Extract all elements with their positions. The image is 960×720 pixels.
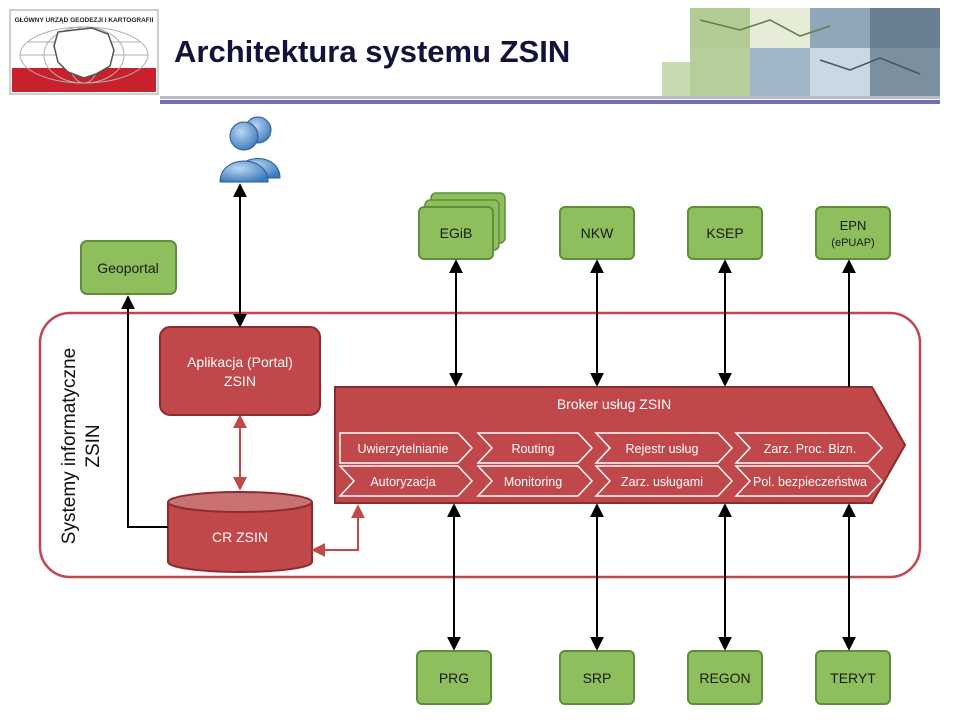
arrow-crzsin-broker — [311, 504, 365, 557]
map-mosaic — [662, 8, 940, 96]
nkw-box[interactable]: NKW — [559, 206, 635, 260]
portal-app-box[interactable]: Aplikacja (Portal) ZSIN — [159, 326, 321, 416]
broker-item-zarz-proc-bizn[interactable]: Zarz. Proc. Bizn. — [734, 432, 884, 464]
egib-box[interactable]: EGiB — [418, 192, 506, 260]
egib-label: EGiB — [440, 225, 473, 241]
broker-item-uwierzytelnianie[interactable]: Uwierzytelnianie — [339, 432, 474, 464]
header-divider-blue — [160, 100, 940, 104]
logo-caption: GŁÓWNY URZĄD GEODEZJI I KARTOGRAFII — [15, 15, 154, 24]
gugik-logo: GŁÓWNY URZĄD GEODEZJI I KARTOGRAFII — [9, 9, 159, 95]
broker-item-label: Uwierzytelnianie — [357, 442, 448, 456]
broker-item-label: Autoryzacja — [370, 475, 435, 489]
prg-label: PRG — [439, 670, 469, 686]
teryt-box[interactable]: TERYT — [815, 650, 891, 705]
srp-label: SRP — [583, 670, 612, 686]
broker-item-label: Routing — [511, 442, 554, 456]
broker-item-label: Pol. bezpieczeństwa — [753, 475, 867, 489]
epn-box[interactable]: EPN (ePUAP) — [815, 206, 891, 260]
side-label-line1: Systemy informatyczne — [59, 348, 80, 544]
epn-label: EPN — [840, 218, 867, 233]
nkw-label: NKW — [581, 225, 614, 241]
ksep-label: KSEP — [706, 225, 743, 241]
broker-item-label: Zarz. Proc. Bizn. — [764, 442, 856, 456]
geoportal-box[interactable]: Geoportal — [80, 240, 177, 295]
broker-item-zarz-uslugami[interactable]: Zarz. usługami — [594, 465, 734, 497]
epn-sublabel: (ePUAP) — [831, 237, 874, 249]
portal-app-label: Aplikacja (Portal) — [187, 354, 293, 370]
regon-box[interactable]: REGON — [687, 650, 763, 705]
regon-label: REGON — [699, 670, 750, 686]
broker-item-label: Monitoring — [504, 475, 562, 489]
portal-app-sublabel: ZSIN — [224, 373, 256, 389]
cr-zsin-database[interactable]: CR ZSIN — [167, 491, 313, 573]
broker-title: Broker usług ZSIN — [557, 396, 671, 412]
connectors — [121, 183, 856, 651]
geoportal-label: Geoportal — [97, 260, 158, 276]
broker-item-autoryzacja[interactable]: Autoryzacja — [338, 465, 474, 497]
side-label-line2: ZSIN — [83, 424, 104, 467]
broker-item-pol-bezpieczenstwa[interactable]: Pol. bezpieczeństwa — [734, 465, 884, 497]
prg-box[interactable]: PRG — [416, 650, 492, 705]
broker-item-routing[interactable]: Routing — [476, 432, 594, 464]
srp-box[interactable]: SRP — [559, 650, 635, 705]
header-divider-gray — [160, 96, 940, 99]
arrow-crzsin-geoportal — [121, 295, 168, 528]
broker-row-2: Autoryzacja Monitoring Zarz. usługami Po… — [338, 465, 884, 497]
broker-item-rejestr-uslug[interactable]: Rejestr usług — [594, 432, 734, 464]
broker-item-label: Zarz. usługami — [621, 475, 703, 489]
broker-item-monitoring[interactable]: Monitoring — [476, 465, 594, 497]
users-icon — [219, 116, 281, 183]
page-title: Architektura systemu ZSIN — [174, 34, 571, 69]
teryt-label: TERYT — [830, 670, 876, 686]
side-label: Systemy informatyczne ZSIN — [59, 348, 104, 544]
cr-zsin-label: CR ZSIN — [212, 529, 268, 545]
ksep-box[interactable]: KSEP — [687, 206, 763, 260]
broker-item-label: Rejestr usług — [626, 442, 699, 456]
broker-row-1: Uwierzytelnianie Routing Rejestr usług Z… — [339, 432, 884, 464]
